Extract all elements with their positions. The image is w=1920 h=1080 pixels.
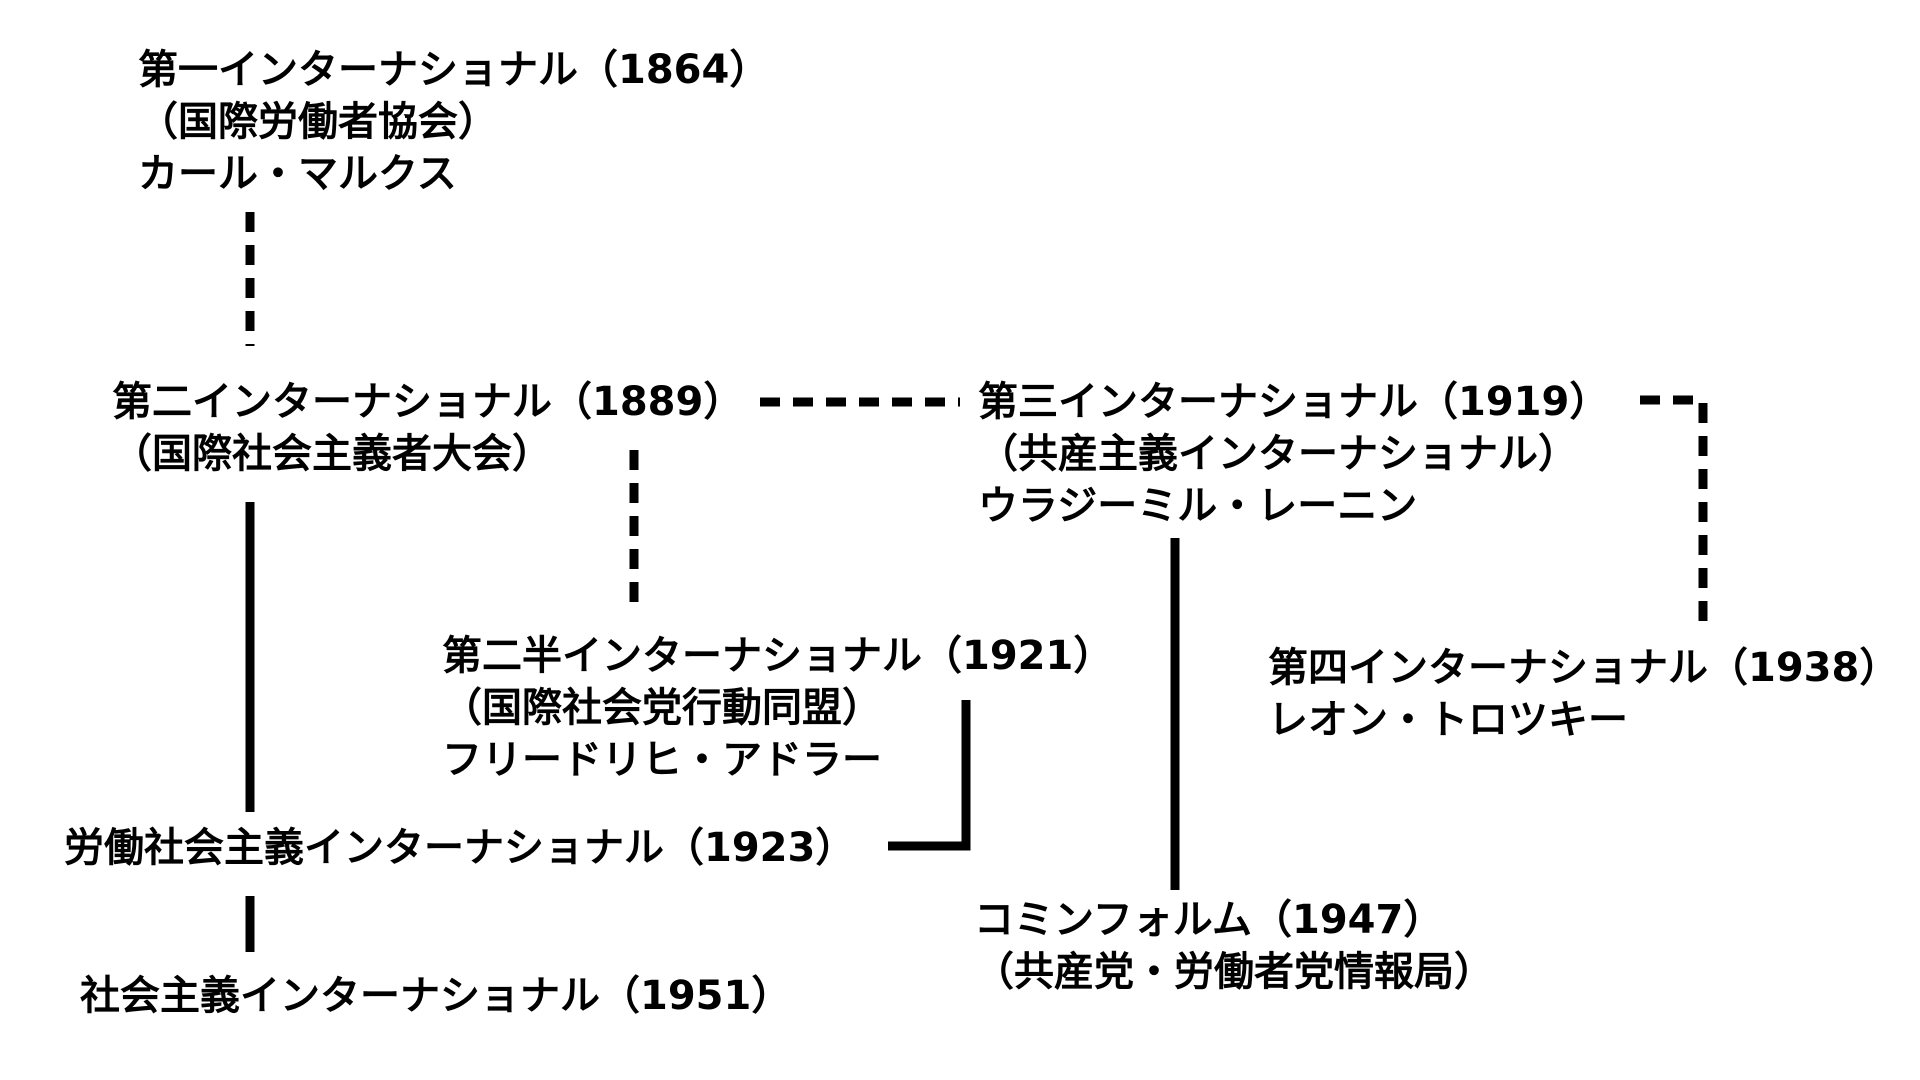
node-second-international: 第二インターナショナル（1889） （国際社会主義者大会） xyxy=(112,376,743,480)
node-labour-socialist-international: 労働社会主義インターナショナル（1923） xyxy=(64,822,855,874)
node-first-international: 第一インターナショナル（1864） （国際労働者協会） カール・マルクス xyxy=(138,44,769,200)
node-title: 第三インターナショナル（1919） xyxy=(978,379,1610,425)
node-founder: カール・マルクス xyxy=(138,151,457,197)
node-founder: ウラジーミル・レーニン xyxy=(978,483,1418,529)
node-alt-name: （国際労働者協会） xyxy=(138,99,498,145)
node-cominform: コミンフォルム（1947） （共産党・労働者党情報局） xyxy=(974,894,1494,998)
connector-third-to-fourth xyxy=(1640,395,1708,628)
node-title: 労働社会主義インターナショナル（1923） xyxy=(64,825,856,871)
node-founder: レオン・トロツキー xyxy=(1268,697,1628,743)
node-alt-name: （国際社会主義者大会） xyxy=(112,431,552,477)
connector-second-half-to-lsi xyxy=(888,700,971,851)
node-title: コミンフォルム（1947） xyxy=(974,897,1444,943)
node-title: 第四インターナショナル（1938） xyxy=(1268,645,1900,691)
node-third-international: 第三インターナショナル（1919） （共産主義インターナショナル） ウラジーミル… xyxy=(978,376,1609,532)
node-title: 第一インターナショナル（1864） xyxy=(138,47,770,93)
node-alt-name: （共産党・労働者党情報局） xyxy=(974,949,1494,995)
node-alt-name: （共産主義インターナショナル） xyxy=(978,431,1578,477)
node-founder: フリードリヒ・アドラー xyxy=(442,737,882,783)
node-fourth-international: 第四インターナショナル（1938） レオン・トロツキー xyxy=(1268,642,1899,746)
node-socialist-international: 社会主義インターナショナル（1951） xyxy=(80,970,791,1022)
node-title: 第二半インターナショナル（1921） xyxy=(442,633,1114,679)
node-alt-name: （国際社会党行動同盟） xyxy=(442,685,882,731)
node-title: 第二インターナショナル（1889） xyxy=(112,379,744,425)
node-title: 社会主義インターナショナル（1951） xyxy=(80,973,792,1019)
node-second-half-international: 第二半インターナショナル（1921） （国際社会党行動同盟） フリードリヒ・アド… xyxy=(442,630,1113,786)
